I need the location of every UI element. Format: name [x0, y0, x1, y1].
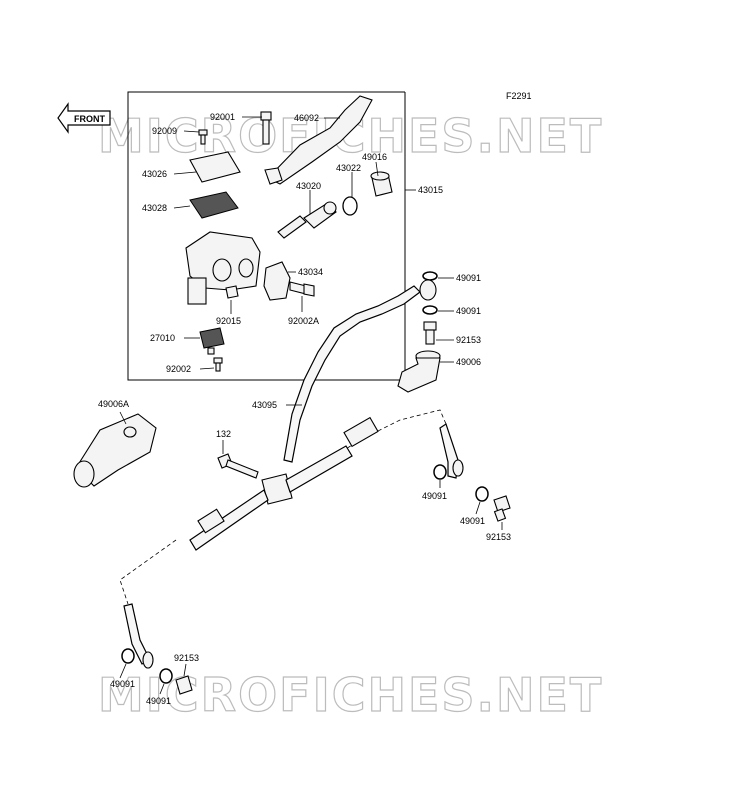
- label-27010: 27010: [150, 333, 175, 343]
- reservoir-49006: [397, 350, 441, 393]
- clamp: [263, 261, 291, 301]
- brake-line-junction: [189, 416, 379, 551]
- label-92153-a: 92153: [456, 335, 481, 345]
- brake-lever: [264, 95, 373, 185]
- washer-49091-d: [475, 486, 489, 502]
- screw-92009: [198, 129, 208, 145]
- nut-92015: [225, 285, 239, 299]
- brake-pipe-right: [439, 423, 464, 479]
- label-46092: 46092: [294, 113, 319, 123]
- label-43020: 43020: [296, 181, 321, 191]
- label-49091-e: 49091: [110, 679, 135, 689]
- banjo-bolt-92153-c: [175, 675, 193, 695]
- brake-switch: [199, 327, 225, 355]
- clamp-bolt: [289, 281, 315, 297]
- label-92009: 92009: [152, 126, 177, 136]
- brake-pipe-left: [123, 603, 154, 669]
- label-43015: 43015: [418, 185, 443, 195]
- bolt-132: [217, 453, 259, 479]
- label-43095: 43095: [252, 400, 277, 410]
- banjo-bolt-92153-a: [423, 321, 437, 345]
- brake-hose: [283, 279, 437, 463]
- master-cylinder-body: [185, 231, 261, 305]
- assembly-border: [127, 91, 406, 381]
- circlip: [342, 196, 358, 216]
- label-49016: 49016: [362, 152, 387, 162]
- label-49006: 49006: [456, 357, 481, 367]
- label-49091-d: 49091: [460, 516, 485, 526]
- washer-49091-a: [422, 271, 438, 281]
- label-92153-c: 92153: [174, 653, 199, 663]
- piston-kit: [277, 201, 337, 239]
- label-92001: 92001: [210, 112, 235, 122]
- label-92002a: 92002A: [288, 316, 319, 326]
- pivot-bolt-92001: [260, 111, 272, 145]
- label-49006a: 49006A: [98, 399, 129, 409]
- diaphragm: [189, 191, 239, 219]
- routing-line-right: [299, 409, 447, 479]
- label-43022: 43022: [336, 163, 361, 173]
- caliper-49006a: [73, 413, 157, 488]
- banjo-bolt-92153-b: [493, 495, 511, 522]
- dust-boot: [370, 171, 393, 197]
- label-43028: 43028: [142, 203, 167, 213]
- label-49091-a: 49091: [456, 273, 481, 283]
- washer-49091-e: [121, 648, 135, 664]
- label-43026: 43026: [142, 169, 167, 179]
- reservoir-cap: [189, 151, 241, 183]
- label-49091-b: 49091: [456, 306, 481, 316]
- label-92002: 92002: [166, 364, 191, 374]
- screw-92002: [213, 357, 223, 372]
- washer-49091-f: [159, 668, 173, 684]
- leader-lines: [119, 116, 503, 695]
- routing-line-left: [119, 539, 177, 605]
- label-49091-f: 49091: [146, 696, 171, 706]
- watermark-bottom: MICROFICHES.NET: [98, 668, 603, 722]
- label-49091-c: 49091: [422, 491, 447, 501]
- label-43034: 43034: [298, 267, 323, 277]
- washer-49091-c: [433, 464, 447, 480]
- washer-49091-b: [422, 305, 438, 315]
- label-92015: 92015: [216, 316, 241, 326]
- label-92153-b: 92153: [486, 532, 511, 542]
- figure-code: F2291: [506, 91, 532, 101]
- front-arrow-icon: FRONT: [57, 102, 111, 134]
- label-132: 132: [216, 429, 231, 439]
- front-arrow-label: FRONT: [74, 114, 105, 124]
